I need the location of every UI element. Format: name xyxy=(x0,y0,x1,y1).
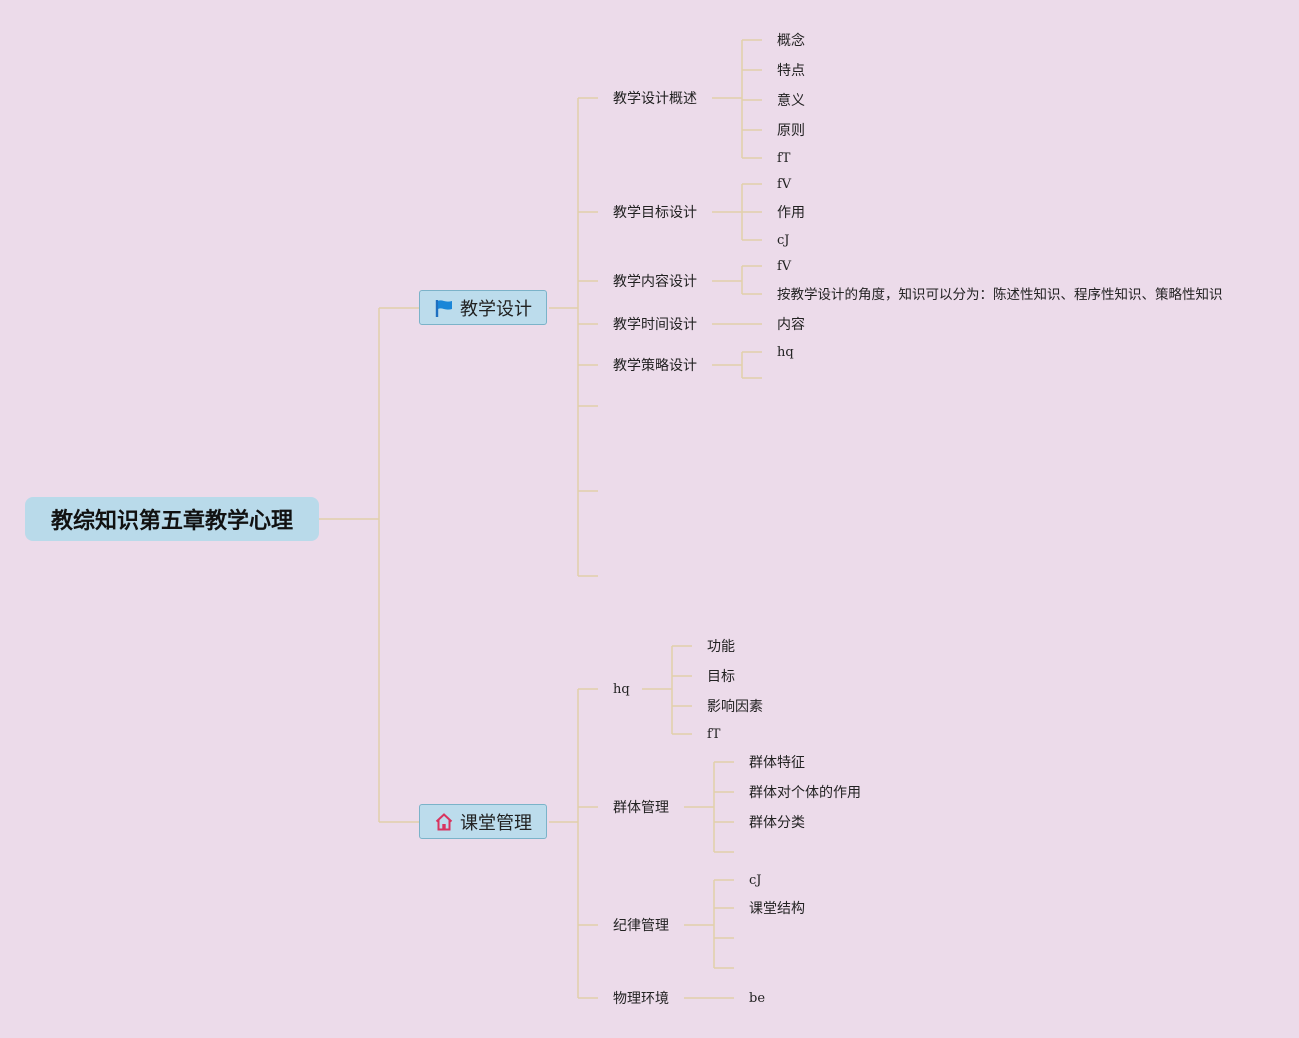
house-icon xyxy=(435,812,453,830)
branch-teaching-design[interactable]: 教学设计 xyxy=(419,290,547,325)
leaf-hq[interactable]: hq xyxy=(777,345,794,360)
topic-hq[interactable]: hq xyxy=(613,682,630,697)
blue-flag-icon xyxy=(435,299,452,317)
leaf-group-features[interactable]: 群体特征 xyxy=(749,755,805,771)
leaf-significance[interactable]: 意义 xyxy=(777,93,805,109)
topic-objective-design[interactable]: 教学目标设计 xyxy=(613,205,697,221)
leaf-principles[interactable]: 原则 xyxy=(777,123,805,139)
topic-content-design[interactable]: 教学内容设计 xyxy=(613,274,697,290)
topic-discipline-management[interactable]: 纪律管理 xyxy=(613,918,669,934)
leaf-group-effect[interactable]: 群体对个体的作用 xyxy=(749,785,861,801)
leaf-function[interactable]: 作用 xyxy=(777,205,805,221)
leaf-features[interactable]: 特点 xyxy=(777,63,805,79)
branch-classroom-management[interactable]: 课堂管理 xyxy=(419,804,547,839)
topic-design-overview[interactable]: 教学设计概述 xyxy=(613,91,697,107)
leaf-be[interactable]: be xyxy=(749,991,766,1006)
leaf-knowledge-types[interactable]: 按教学设计的角度，知识可以分为：陈述性知识、程序性知识、策略性知识 xyxy=(777,287,1223,303)
leaf-influencing-factors[interactable]: 影响因素 xyxy=(707,699,763,715)
leaf-fv-2[interactable]: fV xyxy=(777,259,792,274)
branch-classroom-management-label: 课堂管理 xyxy=(460,812,532,834)
leaf-content[interactable]: 内容 xyxy=(777,317,805,333)
leaf-ft-2[interactable]: fT xyxy=(707,727,721,742)
leaf-concept[interactable]: 概念 xyxy=(777,33,805,49)
topic-group-management[interactable]: 群体管理 xyxy=(613,800,669,816)
leaf-goals[interactable]: 目标 xyxy=(707,669,735,685)
topic-strategy-design[interactable]: 教学策略设计 xyxy=(613,358,697,374)
leaf-functions[interactable]: 功能 xyxy=(707,639,735,655)
branch-teaching-design-label: 教学设计 xyxy=(460,298,532,320)
topic-time-design[interactable]: 教学时间设计 xyxy=(613,317,697,333)
root-topic-label: 教综知识第五章教学心理 xyxy=(50,509,293,534)
leaf-ft[interactable]: fT xyxy=(777,151,791,166)
leaf-cj-2[interactable]: cJ xyxy=(749,873,762,888)
root-topic[interactable]: 教综知识第五章教学心理 xyxy=(25,497,319,541)
topic-physical-environment[interactable]: 物理环境 xyxy=(613,991,669,1007)
leaf-fv[interactable]: fV xyxy=(777,177,792,192)
leaf-cj[interactable]: cJ xyxy=(777,233,790,248)
leaf-classroom-structure[interactable]: 课堂结构 xyxy=(749,901,805,917)
leaf-group-classification[interactable]: 群体分类 xyxy=(749,815,805,831)
